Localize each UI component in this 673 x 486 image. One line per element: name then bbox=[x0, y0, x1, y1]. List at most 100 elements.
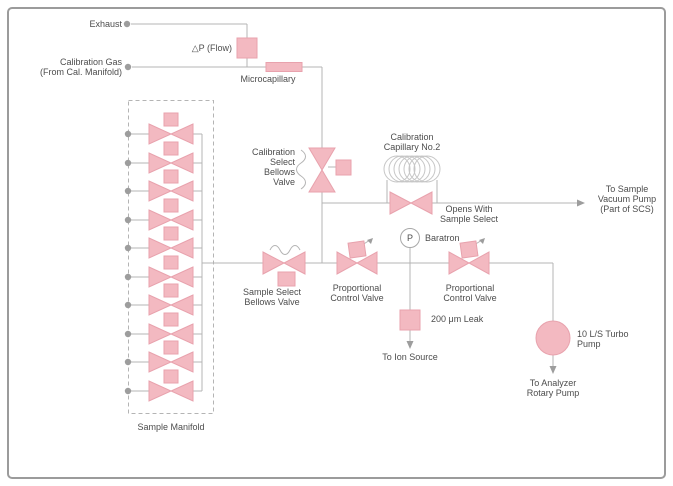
proportional-control-valve-left-label: Proportional Control Valve bbox=[307, 283, 407, 303]
microcapillary-label: Microcapillary bbox=[240, 74, 296, 84]
opens-with-line2: Sample Select bbox=[439, 214, 499, 224]
arrow-down-icon bbox=[549, 366, 557, 374]
valve-actuator-icon bbox=[163, 340, 179, 355]
microcapillary-element bbox=[265, 62, 303, 72]
opens-with-line1: Opens With bbox=[445, 204, 493, 214]
arrow-down-icon bbox=[406, 341, 414, 349]
calibration-capillary-line1: Calibration bbox=[390, 132, 434, 142]
valve-bowtie-icon bbox=[148, 209, 173, 231]
sample-select-line1: Sample Select bbox=[242, 287, 302, 297]
valve-bowtie-icon bbox=[169, 323, 194, 345]
vacuum-pump-line3: (Part of SCS) bbox=[600, 204, 654, 214]
leak-label: 200 μm Leak bbox=[431, 314, 484, 324]
calibration-capillary-coil bbox=[383, 155, 441, 183]
inlet-port-dot bbox=[124, 130, 132, 138]
valve-bowtie-icon bbox=[148, 294, 173, 316]
calibration-select-line3: Bellows bbox=[263, 167, 295, 177]
valve-bowtie-icon bbox=[336, 251, 359, 275]
rotary-pump-line2: Rotary Pump bbox=[526, 388, 580, 398]
calibration-select-line4: Valve bbox=[273, 177, 295, 187]
turbo-pump-line2: Pump bbox=[577, 339, 601, 349]
baratron-gauge-circle bbox=[400, 228, 420, 248]
valve-bowtie-icon bbox=[169, 152, 194, 174]
sample-manifold-valves bbox=[124, 112, 202, 402]
valve-actuator-icon bbox=[163, 112, 179, 127]
valve-bowtie-icon bbox=[148, 123, 173, 145]
coil-icon bbox=[398, 155, 426, 183]
valve-bowtie-icon bbox=[148, 323, 173, 345]
manifold-valve bbox=[124, 198, 202, 231]
valve-bowtie-icon bbox=[148, 180, 173, 202]
calibration-select-bellows-valve bbox=[296, 147, 352, 193]
calibration-select-valve-label: Calibration Select Bellows Valve bbox=[229, 147, 295, 187]
coil-icon bbox=[388, 155, 416, 183]
bellows-icon bbox=[296, 149, 306, 190]
proportional-control-valve-right-label: Proportional Control Valve bbox=[420, 283, 520, 303]
calibration-gas-port-dot bbox=[124, 63, 132, 71]
valve-bowtie-icon bbox=[169, 351, 194, 373]
valve-bowtie-icon bbox=[355, 251, 378, 275]
valve-bowtie-icon bbox=[169, 237, 194, 259]
vacuum-pump-line2: Vacuum Pump bbox=[597, 194, 657, 204]
calibration-gas-line2: (From Cal. Manifold) bbox=[39, 67, 122, 77]
inlet-port-dot bbox=[124, 358, 132, 366]
valve-actuator-icon bbox=[459, 240, 479, 259]
valve-bowtie-icon bbox=[282, 251, 306, 275]
manifold-valve bbox=[124, 141, 202, 174]
baratron-symbol: P bbox=[406, 233, 413, 243]
pcv-right-line2: Control Valve bbox=[443, 293, 497, 303]
bellows-icon bbox=[269, 245, 301, 255]
calibration-capillary-line2: Capillary No.2 bbox=[383, 142, 441, 152]
diagram-border bbox=[7, 7, 666, 479]
to-sample-vacuum-pump-label: To Sample Vacuum Pump (Part of SCS) bbox=[585, 184, 669, 214]
manifold-valve bbox=[124, 283, 202, 316]
inlet-port-dot bbox=[124, 187, 132, 195]
valve-bowtie-icon bbox=[148, 237, 173, 259]
valve-bowtie-icon bbox=[148, 380, 173, 402]
valve-actuator-icon bbox=[163, 169, 179, 184]
valve-bowtie-icon bbox=[148, 351, 173, 373]
dp-flow-label: △P (Flow) bbox=[191, 43, 232, 53]
calibration-gas-label: Calibration Gas (From Cal. Manifold) bbox=[18, 57, 122, 77]
valve-bowtie-icon bbox=[308, 169, 336, 193]
calibration-select-line1: Calibration bbox=[251, 147, 295, 157]
sample-select-bellows-valve bbox=[262, 245, 306, 287]
turbo-pump-label: 10 L/S Turbo Pump bbox=[577, 329, 647, 349]
opens-with-sample-select-valve bbox=[389, 191, 433, 215]
inlet-port-dot bbox=[124, 387, 132, 395]
valve-bowtie-icon bbox=[262, 251, 286, 275]
inlet-port-dot bbox=[124, 244, 132, 252]
valve-bowtie-icon bbox=[389, 191, 413, 215]
valve-bowtie-icon bbox=[448, 251, 471, 275]
manifold-valve bbox=[124, 312, 202, 345]
control-arrow-icon bbox=[367, 238, 373, 244]
inlet-port-dot bbox=[124, 159, 132, 167]
turbo-pump-line1: 10 L/S Turbo bbox=[577, 329, 629, 339]
manifold-valve bbox=[124, 369, 202, 402]
valve-bowtie-icon bbox=[308, 147, 336, 171]
manifold-valve bbox=[124, 226, 202, 259]
coil-icon bbox=[383, 155, 411, 183]
manifold-valve bbox=[124, 340, 202, 373]
valve-bowtie-icon bbox=[169, 266, 194, 288]
exhaust-port-dot bbox=[123, 20, 131, 28]
proportional-control-valve-right bbox=[448, 238, 490, 275]
calibration-capillary-label: Calibration Capillary No.2 bbox=[362, 132, 462, 152]
baratron-label: Baratron bbox=[425, 233, 460, 243]
capillary-bar-icon bbox=[265, 62, 303, 72]
to-analyzer-rotary-pump-label: To Analyzer Rotary Pump bbox=[503, 378, 603, 398]
arrow-right-icon bbox=[577, 199, 585, 207]
delta-p-flow-sensor bbox=[236, 37, 258, 59]
valve-actuator-icon bbox=[163, 283, 179, 298]
pcv-left-line2: Control Valve bbox=[330, 293, 384, 303]
sample-manifold-label: Sample Manifold bbox=[137, 422, 205, 432]
valve-bowtie-icon bbox=[467, 251, 490, 275]
vacuum-pump-line1: To Sample bbox=[605, 184, 649, 194]
valve-bowtie-icon bbox=[169, 380, 194, 402]
turbo-pump-circle bbox=[535, 320, 571, 356]
exhaust-label: Exhaust bbox=[89, 19, 122, 29]
sample-manifold-boundary bbox=[128, 100, 214, 414]
valve-bowtie-icon bbox=[148, 152, 173, 174]
calibration-gas-line1: Calibration Gas bbox=[59, 57, 122, 67]
